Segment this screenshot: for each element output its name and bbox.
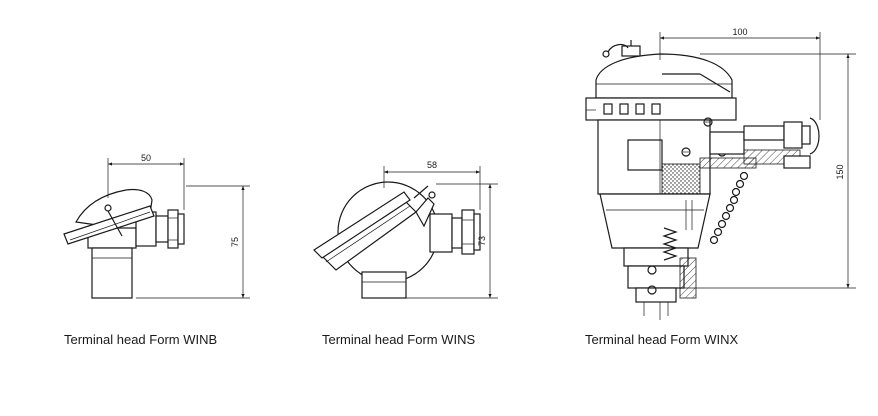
wins-caption: Terminal head Form WINS [322,332,476,347]
wins-width-label: 58 [427,160,437,170]
winb-height-dimension: 75 [136,185,250,299]
winx-cable-gland [709,117,820,169]
wins-height-label: 73 [477,236,487,246]
winx-drawing: 100 150 [585,27,856,320]
wins-lid [313,185,436,271]
wins-cable-gland [429,209,481,255]
winx-height-dimension: 150 [680,53,856,289]
winx-neck [599,193,711,316]
winb-lid [63,188,155,245]
winx-clamp-band [585,97,737,121]
wins-width-dimension: 58 [383,160,481,210]
winx-width-label: 100 [732,27,747,37]
winx-chain [709,171,749,245]
winx-width-dimension: 100 [659,27,821,120]
winb-height-label: 75 [230,237,240,247]
winx-caption: Terminal head Form WINX [585,332,739,347]
winx-housing [597,117,757,320]
winb-width-label: 50 [141,153,151,163]
wins-drawing: 58 73 [313,160,498,299]
winb-caption: Terminal head Form WINB [64,332,218,347]
winx-height-label: 150 [835,164,845,179]
winb-width-dimension: 50 [107,153,185,210]
winb-body [87,227,137,299]
wins-height-dimension: 73 [406,183,498,299]
winb-drawing: 50 75 [63,153,250,299]
winx-cap [595,40,733,99]
